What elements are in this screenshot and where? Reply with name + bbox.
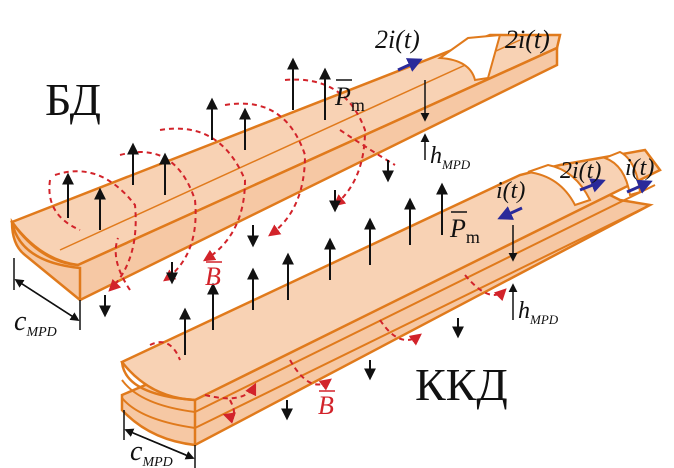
current-2i-label-mid: 2i(t): [560, 158, 601, 184]
bottom-strip-gap-1: [527, 163, 592, 207]
current-arrow-mid-right: [579, 178, 606, 193]
bottom-strip: [120, 148, 662, 447]
current-i-label-right: i(t): [625, 155, 654, 181]
p-m-label-top: Pm: [334, 79, 365, 115]
current-i-label-mid: i(t): [496, 178, 525, 204]
current-2i-label-2: 2i(t): [505, 25, 550, 54]
top-strip-front-face: [10, 46, 559, 302]
svg-text:B: B: [205, 262, 221, 291]
h-mpd-label-top: hMPD: [430, 143, 471, 172]
top-strip-left-roll: [10, 221, 82, 300]
p-m-label-bottom: Pm: [449, 211, 480, 247]
svg-text:Pm: Pm: [334, 82, 365, 115]
kkd-label: ККД: [415, 359, 508, 410]
h-mpd-label-bottom: hMPD: [518, 298, 559, 327]
top-field-lines: [48, 78, 396, 292]
top-strip: [10, 33, 562, 302]
current-arrow-mid-left: [497, 206, 523, 220]
b-label-bottom: B: [318, 390, 335, 420]
current-2i-label-1: 2i(t): [375, 25, 420, 54]
c-mpd-label-bottom: cMPD: [130, 436, 173, 468]
svg-text:B: B: [318, 391, 334, 420]
bd-label: БД: [45, 74, 101, 125]
c-mpd-label-top: cMPD: [14, 306, 57, 340]
top-strip-gap: [437, 33, 502, 82]
b-label-top: B: [205, 261, 222, 291]
c-mpd-markers: [13, 258, 196, 468]
svg-text:Pm: Pm: [449, 214, 480, 247]
current-arrow-far-right: [626, 179, 653, 194]
bottom-field-lines: [149, 274, 507, 424]
current-arrows: [397, 58, 653, 220]
bottom-vectors: [179, 182, 464, 421]
top-vectors: [62, 57, 394, 318]
current-arrow-top: [397, 58, 423, 72]
h-mpd-markers: [420, 80, 518, 320]
